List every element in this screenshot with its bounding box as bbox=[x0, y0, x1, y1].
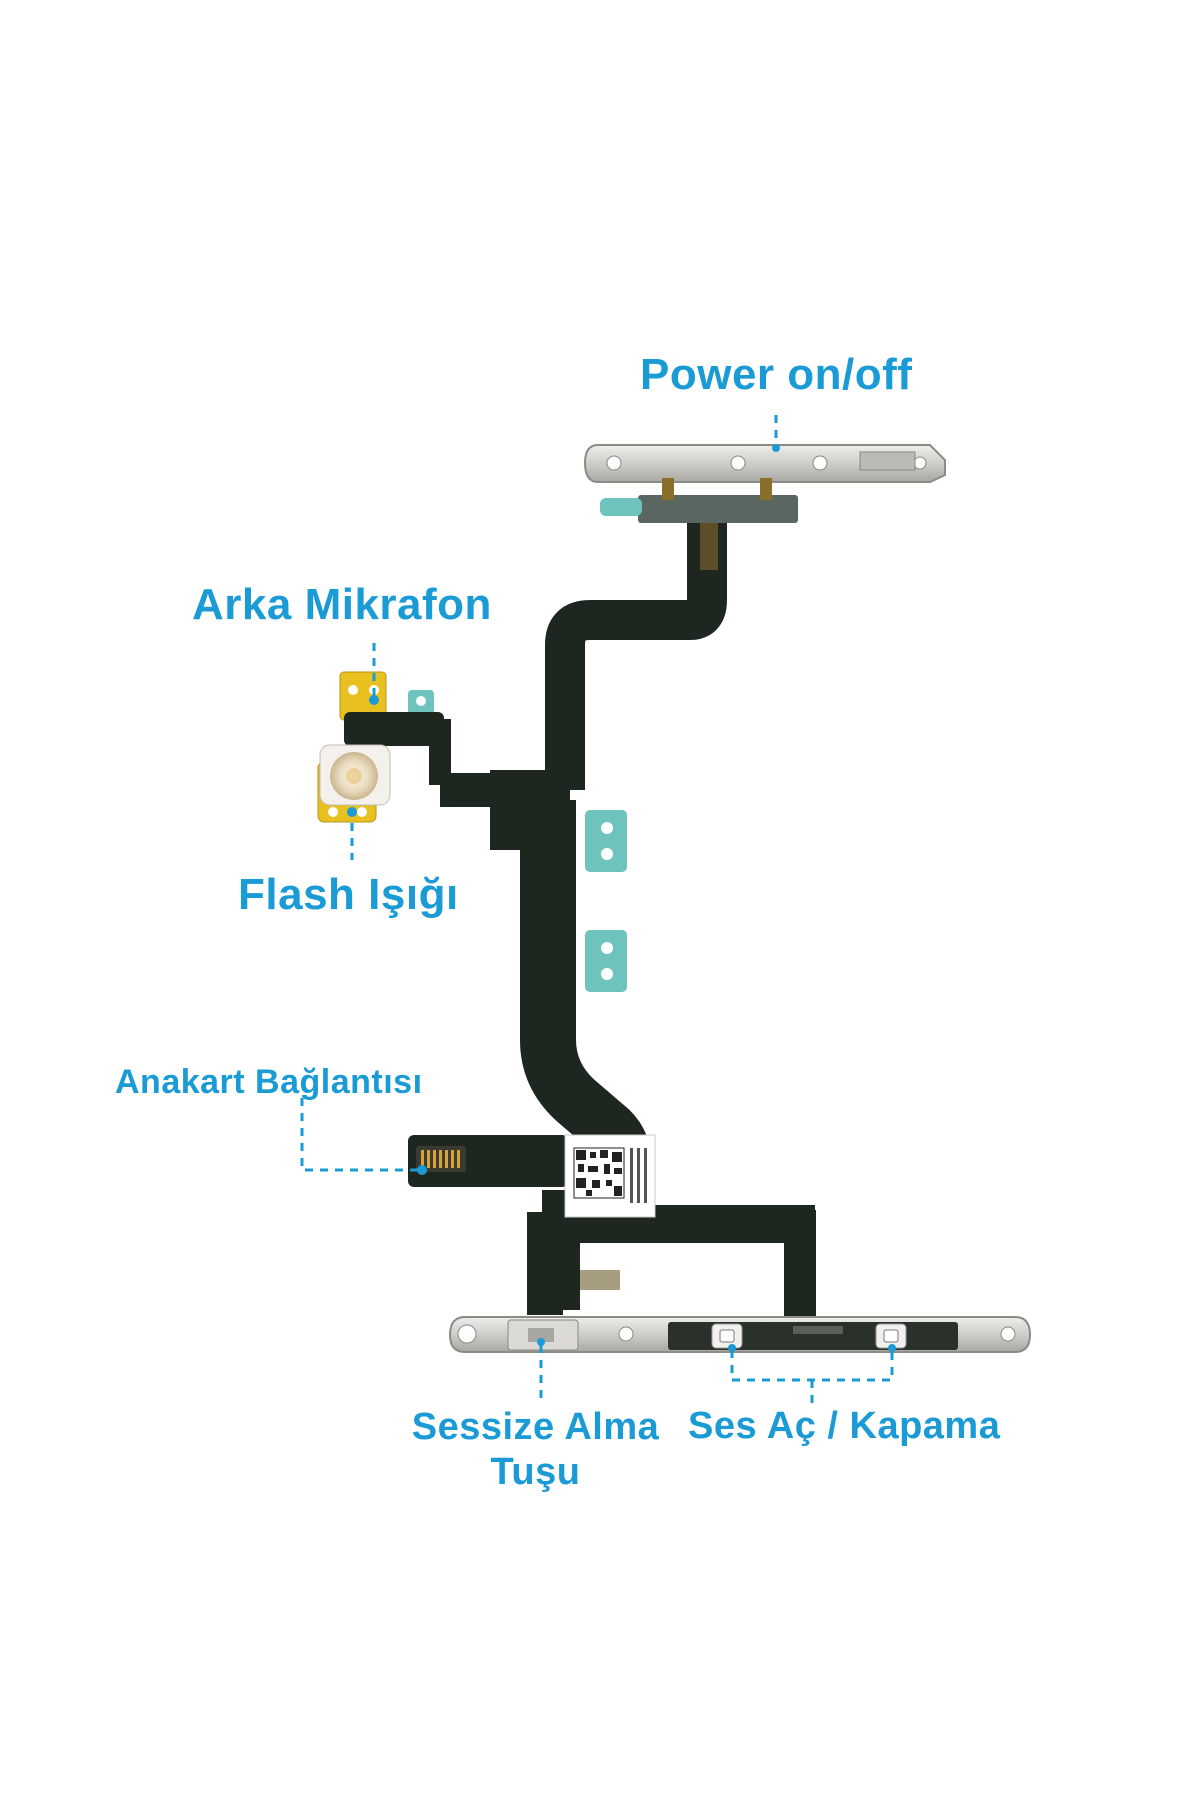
mounting-tab bbox=[585, 810, 627, 872]
leader-volume bbox=[730, 1350, 894, 1405]
label-board-connection: Anakart Bağlantısı bbox=[115, 1063, 423, 1101]
label-mute: Sessize Alma Tuşu bbox=[411, 1406, 660, 1493]
label-rear-mic: Arka Mikrafon bbox=[192, 580, 492, 629]
label-flash: Flash Işığı bbox=[238, 870, 459, 919]
leader-lines bbox=[300, 415, 894, 1405]
label-power: Power on/off bbox=[640, 350, 913, 399]
leader-board bbox=[300, 1098, 420, 1172]
button-bracket-bottom bbox=[448, 1316, 1032, 1353]
flash-led-component bbox=[317, 744, 391, 823]
power-button-bracket bbox=[583, 444, 946, 523]
mounting-tab bbox=[585, 930, 627, 992]
label-volume: Ses Aç / Kapama bbox=[688, 1405, 1001, 1447]
rear-mic-component bbox=[339, 671, 451, 785]
board-connector bbox=[416, 1146, 466, 1172]
qr-label bbox=[564, 1134, 656, 1218]
leader-endpoints bbox=[347, 444, 896, 1352]
